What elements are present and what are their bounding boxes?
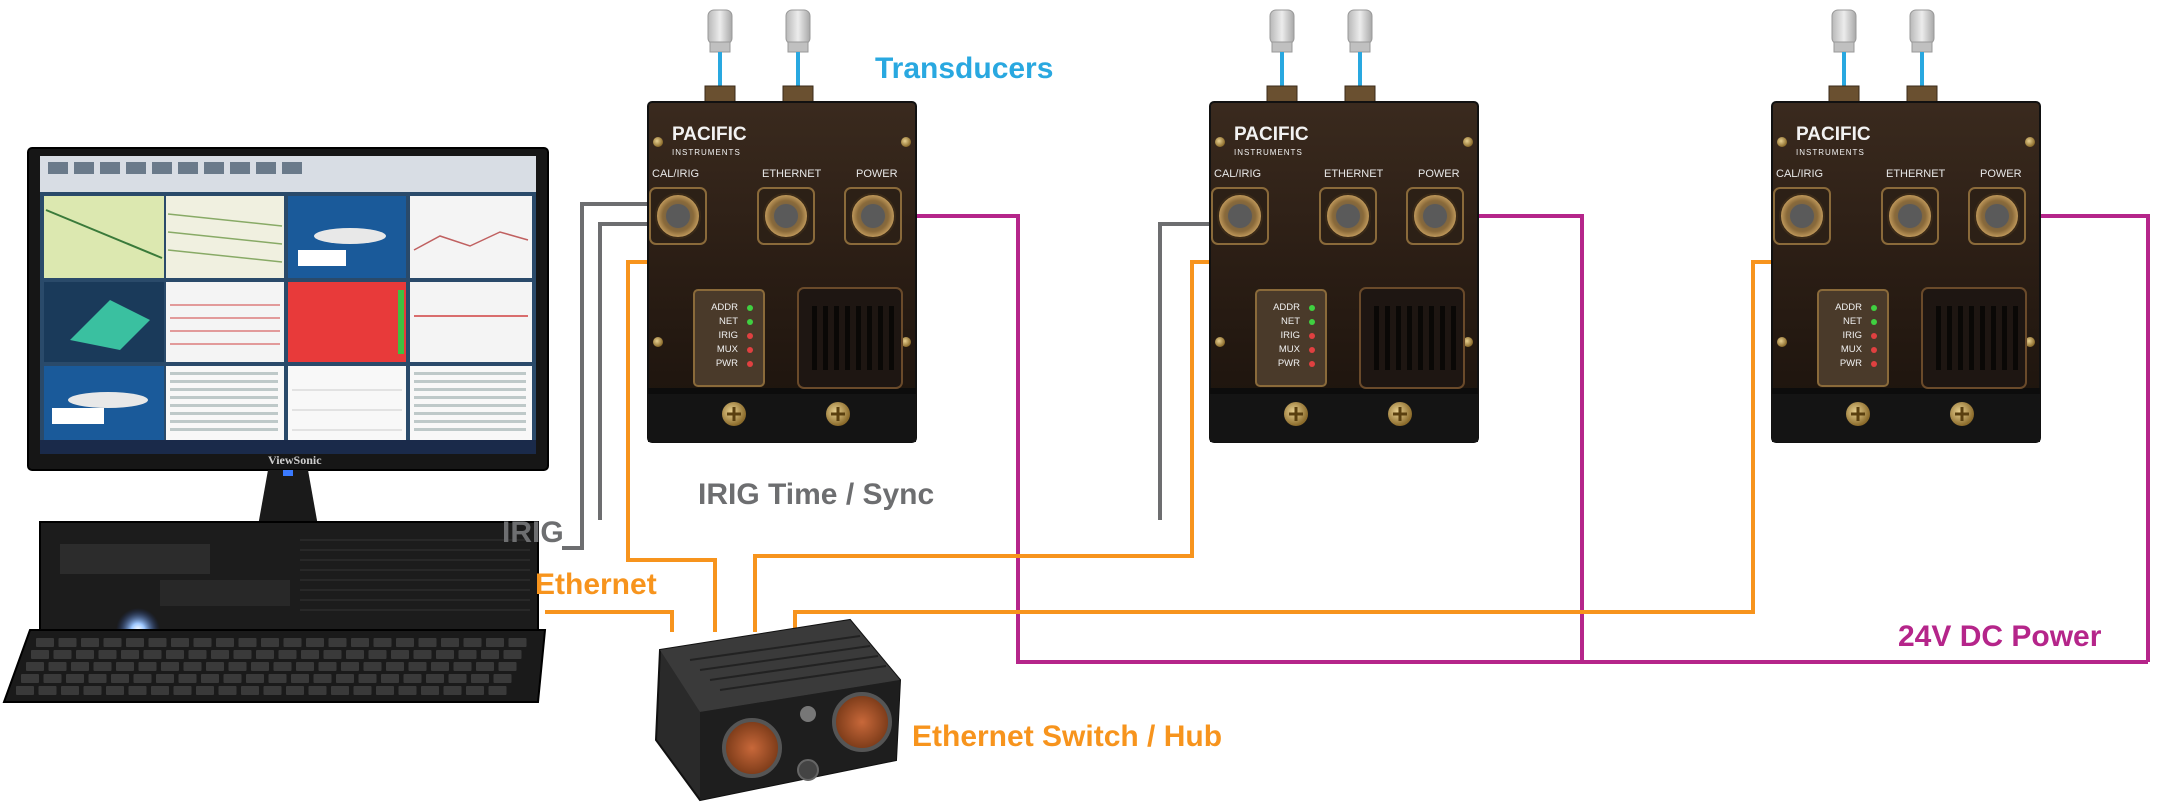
led-label-mux: MUX [1840,344,1862,355]
ethernet-switch-hub-label: Ethernet Switch / Hub [912,720,1223,753]
monitor-brand: ViewSonic [268,453,322,467]
led-label-addr: ADDR [1273,302,1300,313]
daq-unit-2 [1209,101,1479,443]
led-label-net: NET [719,316,738,327]
brand-sub: INSTRUMENTS [1796,148,1865,157]
pc-tower [39,521,539,635]
led-label-addr: ADDR [1835,302,1862,313]
port-label-ethernet: ETHERNET [762,168,822,180]
brand-name: PACIFIC [1234,124,1309,145]
irig-label: IRIG [502,516,564,549]
unit-brand-logo: PACIFIC INSTRUMENTS [1796,124,1871,162]
transducer-3-2 [1906,9,1938,105]
ethernet-switch [654,618,902,802]
led-label-mux: MUX [716,344,738,355]
port-label-power: POWER [1418,168,1460,180]
led-label-net: NET [1281,316,1300,327]
led-label-irig: IRIG [1842,330,1862,341]
port-label-ethernet: ETHERNET [1324,168,1384,180]
transducer-1-2 [782,9,814,105]
power-24v-label: 24V DC Power [1898,620,2102,653]
port-label-cal-irig: CAL/IRIG [1776,168,1824,180]
computer-workstation [2,147,549,703]
daq-unit-1 [647,101,917,443]
irig-time-sync-label: IRIG Time / Sync [698,478,935,511]
transducer-3-1 [1828,9,1860,105]
led-label-pwr: PWR [1839,358,1862,369]
transducers-group [704,9,1938,105]
transducer-1-1 [704,9,736,105]
brand-name: PACIFIC [672,124,747,145]
transducers-label: Transducers [875,52,1054,85]
led-label-pwr: PWR [715,358,738,369]
unit-brand-logo: PACIFIC INSTRUMENTS [672,124,747,162]
brand-sub: INSTRUMENTS [672,148,741,157]
transducer-2-1 [1266,9,1298,105]
port-label-power: POWER [856,168,898,180]
ethernet-label: Ethernet [535,568,657,601]
led-label-mux: MUX [1278,344,1300,355]
port-label-power: POWER [1980,168,2022,180]
led-label-irig: IRIG [718,330,738,341]
brand-name: PACIFIC [1796,124,1871,145]
power-wires [915,214,2150,664]
led-label-net: NET [1843,316,1862,327]
brand-sub: INSTRUMENTS [1234,148,1303,157]
port-label-cal-irig: CAL/IRIG [652,168,700,180]
led-label-pwr: PWR [1277,358,1300,369]
unit-brand-logo: PACIFIC INSTRUMENTS [1234,124,1309,162]
daq-unit-3 [1771,101,2041,443]
irig-wires [562,202,1222,550]
port-label-ethernet: ETHERNET [1886,168,1946,180]
led-label-irig: IRIG [1280,330,1300,341]
led-label-addr: ADDR [711,302,738,313]
transducer-2-2 [1344,9,1376,105]
port-label-cal-irig: CAL/IRIG [1214,168,1262,180]
